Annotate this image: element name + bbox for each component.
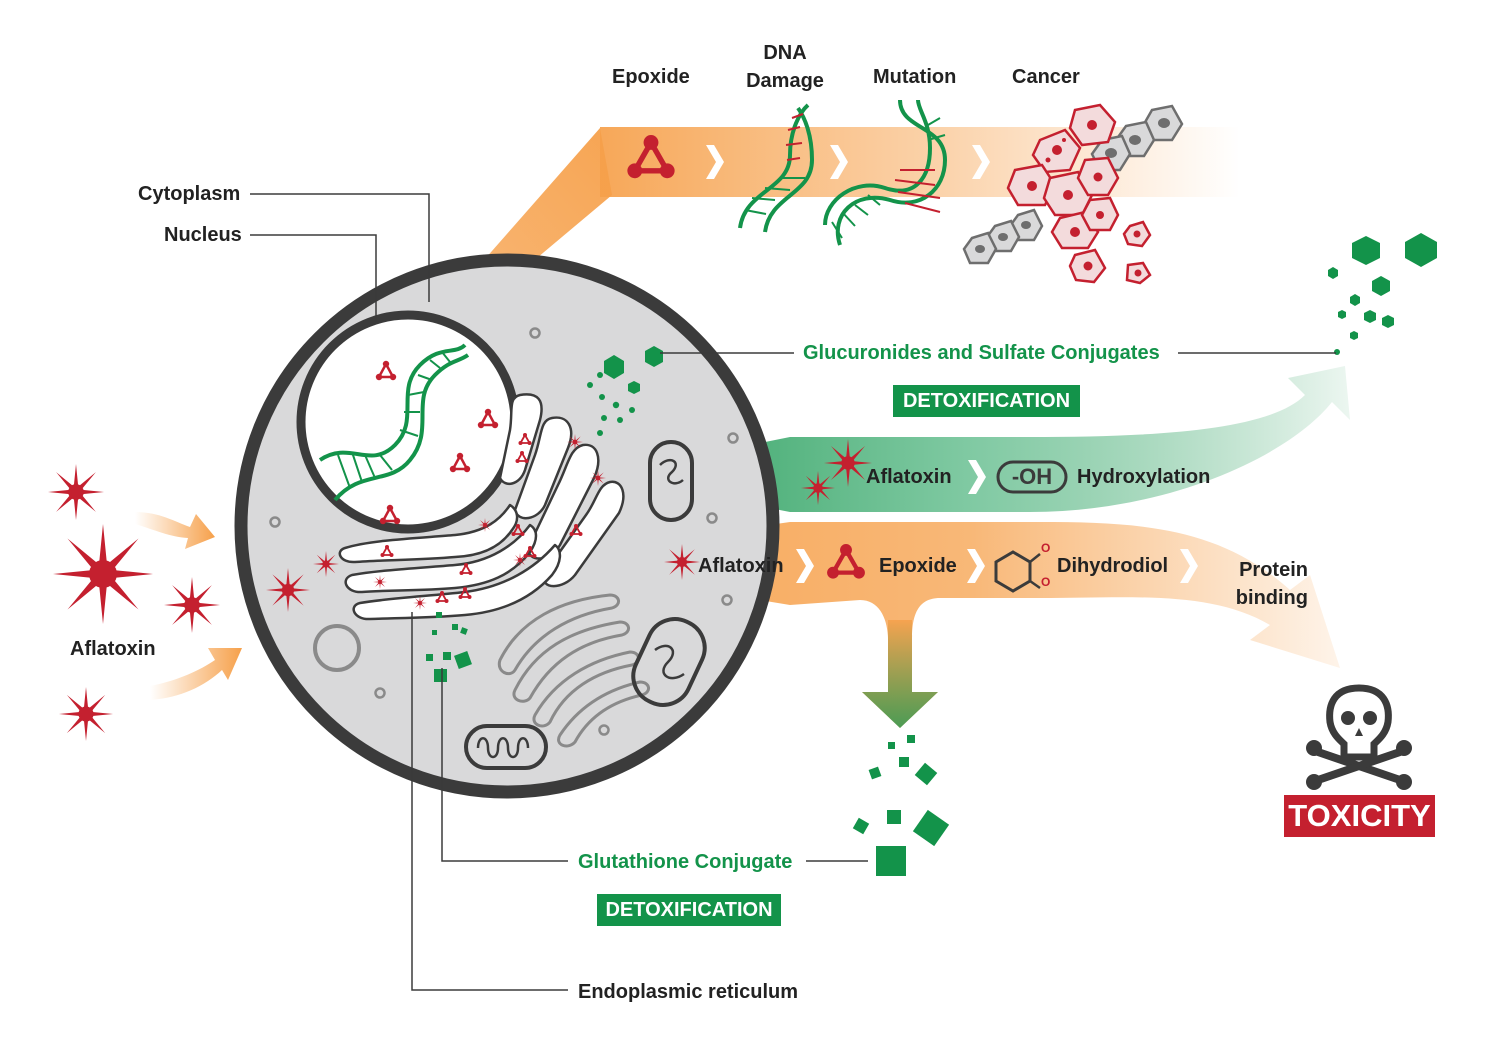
label-aflatoxin-green-band: Aflatoxin [866, 466, 952, 488]
label-epoxide-orange-band: Epoxide [879, 555, 957, 577]
oh-pill-icon [996, 460, 1068, 494]
detoxification-badge-top: DETOXIFICATION [893, 385, 1080, 417]
nucleus-dna-helix [318, 343, 470, 502]
label-aflatoxin-left: Aflatoxin [70, 638, 156, 660]
label-dihydrodiol: Dihydrodiol [1057, 555, 1169, 577]
dna-damage-icon [738, 103, 815, 233]
label-oh: -OH [1011, 464, 1053, 489]
glutathione-squares-in-cell [426, 612, 472, 682]
orange-band-star [664, 544, 700, 580]
hydroxylation-pathway-band [600, 366, 1350, 512]
label-cancer: Cancer [1012, 66, 1080, 88]
mutation-icon [823, 99, 948, 246]
skull-crossbones-icon [1306, 684, 1412, 790]
label-dna-damage: DNA Damage [746, 42, 824, 92]
label-endoplasmic-reticulum: Endoplasmic reticulum [578, 981, 799, 1003]
glutathione-squares-right [852, 735, 950, 876]
cell [234, 253, 780, 799]
ring-molecule-icon [994, 550, 1041, 593]
golgi-apparatus [497, 593, 650, 748]
mitochondria [464, 440, 707, 770]
label-nucleus: Nucleus [164, 224, 242, 246]
label-glucuronides: Glucuronides and Sulfate Conjugates [803, 342, 1160, 364]
vesicles [269, 327, 739, 736]
label-mutation: Mutation [873, 66, 957, 88]
label-aflatoxin-orange-band: Aflatoxin [698, 555, 784, 577]
label-cytoplasm: Cytoplasm [138, 183, 241, 205]
toxicity-badge: TOXICITY [1284, 795, 1435, 837]
label-protein-binding: Protein binding [1235, 559, 1308, 609]
cancer-cells-icon [962, 103, 1184, 285]
label-glutathione-conjugate: Glutathione Conjugate [578, 851, 793, 873]
leader-lines [250, 193, 1336, 991]
aflatoxin-stars-outside [48, 464, 220, 741]
label-epoxide-top: Epoxide [612, 66, 690, 88]
dihydrodiol-oxygen-2: O [1041, 575, 1051, 589]
label-hydroxylation: Hydroxylation [1077, 466, 1211, 488]
conjugate-hexagons-right [1328, 233, 1437, 355]
dihydrodiol-oxygen-1: O [1041, 541, 1051, 555]
incoming-arrows [135, 512, 242, 700]
conjugate-hexagons-in-cell [587, 346, 663, 436]
endoplasmic-reticulum-shape [338, 393, 625, 621]
detoxification-badge-bottom: DETOXIFICATION [597, 894, 781, 926]
